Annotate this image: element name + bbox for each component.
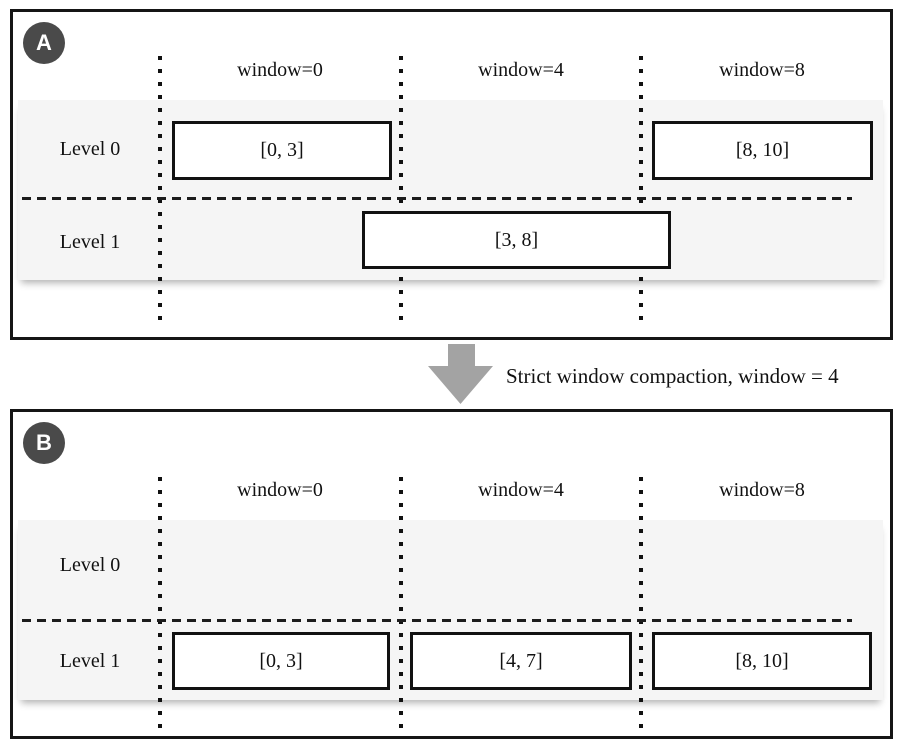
panel-a-header-window-8: window=8 xyxy=(719,59,805,81)
window-divider-line xyxy=(639,477,643,736)
sstable-box: [0, 3] xyxy=(172,632,390,690)
panel-b-after-compaction: B window=0 window=4 window=8 Level 0 Lev… xyxy=(10,409,893,739)
panel-a-level-0-label: Level 0 xyxy=(59,138,121,160)
compaction-caption: Strict window compaction, window = 4 xyxy=(506,364,839,388)
level-divider-line xyxy=(22,619,852,622)
sstable-box: [0, 3] xyxy=(172,121,392,180)
down-arrow-icon xyxy=(424,344,496,406)
sstable-box: [8, 10] xyxy=(652,632,872,690)
window-divider-line xyxy=(639,56,643,326)
panel-a-header-window-4: window=4 xyxy=(478,59,564,81)
panel-a-level-1-label: Level 1 xyxy=(59,231,121,253)
panel-a-badge: A xyxy=(23,22,65,64)
panel-b-header-window-0: window=0 xyxy=(237,479,323,501)
panel-b-level-1-label: Level 1 xyxy=(59,650,121,672)
window-divider-line xyxy=(399,477,403,736)
sstable-box: [8, 10] xyxy=(652,121,873,180)
level-divider-line xyxy=(22,197,852,200)
window-divider-line xyxy=(158,56,162,326)
panel-a-header-window-0: window=0 xyxy=(237,59,323,81)
sstable-box: [4, 7] xyxy=(410,632,632,690)
panel-a-before-compaction: A window=0 window=4 window=8 Level 0 Lev… xyxy=(10,9,893,340)
window-divider-line xyxy=(399,56,403,326)
panel-b-badge: B xyxy=(23,422,65,464)
window-divider-line xyxy=(158,477,162,736)
panel-b-header-window-8: window=8 xyxy=(719,479,805,501)
panel-b-level-0-label: Level 0 xyxy=(59,554,121,576)
panel-b-header-window-4: window=4 xyxy=(478,479,564,501)
sstable-box: [3, 8] xyxy=(362,211,671,269)
